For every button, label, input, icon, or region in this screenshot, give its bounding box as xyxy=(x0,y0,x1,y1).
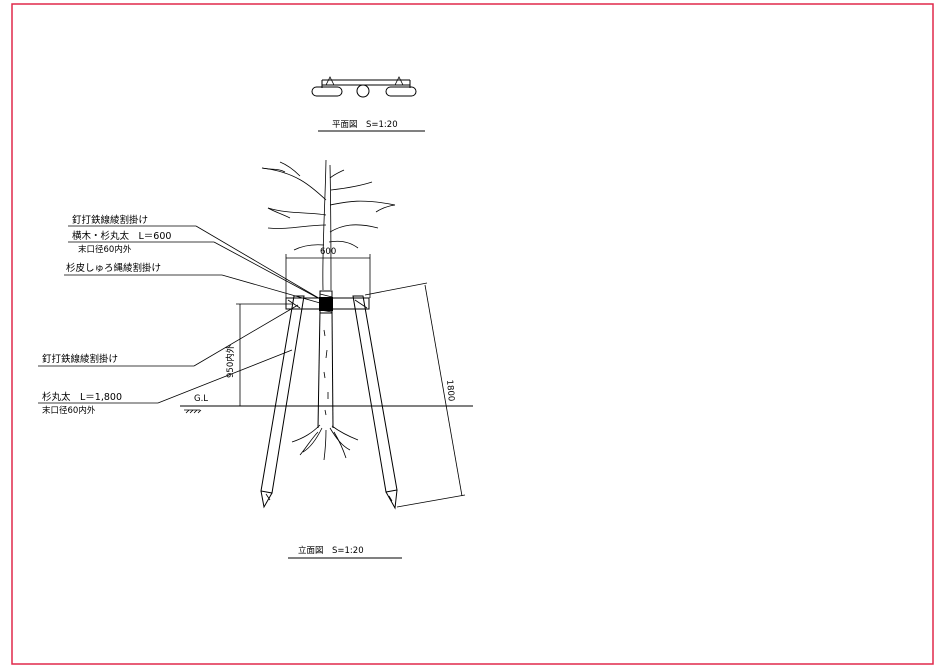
note-nail-wire-upper: 釘打鉄線綾割掛け xyxy=(72,214,148,226)
dimension-attach-height: 950内外 xyxy=(225,303,292,406)
note-post-line1: 杉丸太 L＝1,800 xyxy=(42,391,122,403)
note-post-line2: 末口径60内外 xyxy=(42,405,96,416)
crossbar xyxy=(285,297,370,311)
ground-level-label: G.L xyxy=(194,394,208,404)
leader-lines xyxy=(38,225,323,404)
note-nail-wire-lower: 釘打鉄線綾割掛け xyxy=(42,353,118,365)
note-crossbar-line2: 末口径60内外 xyxy=(78,244,132,255)
dimension-crossbar-width: 600 xyxy=(285,247,371,298)
dim-950: 950内外 xyxy=(225,344,236,378)
note-crossbar-line1: 横木・杉丸太 L＝600 xyxy=(72,230,171,242)
ground-line: G.L xyxy=(180,394,473,414)
note-cedar-bark: 杉皮しゅろ縄綾割掛け xyxy=(66,262,161,274)
tree-trunk xyxy=(317,309,334,429)
right-post xyxy=(352,295,398,510)
sheet-frame xyxy=(11,3,934,665)
elevation-view: G.L 600 950内外 1800 xyxy=(38,159,473,559)
tree-crown xyxy=(261,159,396,291)
dimension-post-length: 1800 xyxy=(364,282,466,508)
left-post xyxy=(260,295,305,509)
tree-roots xyxy=(291,424,359,461)
plan-view-title: 平面図 S=1:20 xyxy=(332,120,398,130)
elevation-view-title: 立面図 S=1:20 xyxy=(298,545,364,556)
plan-view: 平面図 S=1:20 xyxy=(311,76,425,132)
dim-600: 600 xyxy=(320,247,336,257)
dim-1800: 1800 xyxy=(444,379,456,401)
